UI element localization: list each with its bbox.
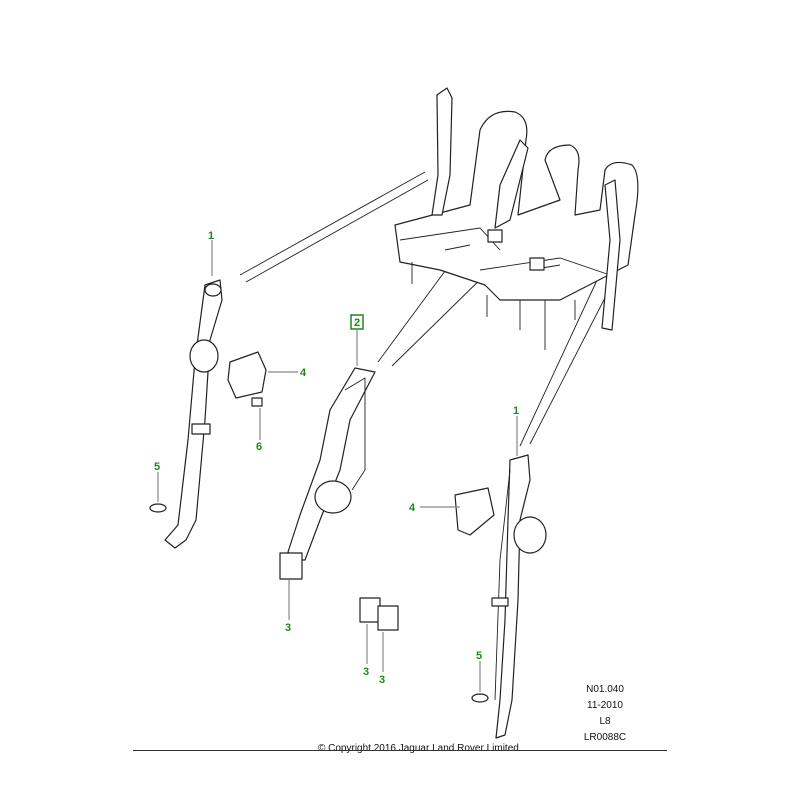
callout-4[interactable]: 4 [300,367,307,379]
reference-lines [239,171,611,447]
callout-5[interactable]: 5 [154,461,160,473]
seat-belt-centre [279,367,399,631]
footer-rule [133,750,667,751]
reference-code: N01.040 [586,684,624,695]
callout-5[interactable]: 5 [476,650,482,662]
reference-block: N01.040 11-2010 L8 LR0088C [560,682,650,746]
callout-4[interactable]: 4 [409,502,416,514]
reference-drawing: LR0088C [583,732,627,743]
seat-belt-left [149,279,267,549]
callout-3[interactable]: 3 [379,674,385,686]
callout-1[interactable]: 1 [513,405,519,417]
callout-3[interactable]: 3 [285,622,291,634]
seat-belt-right [454,454,547,739]
reference-level: L8 [599,716,611,727]
reference-date: 11-2010 [587,700,623,711]
callout-2[interactable]: 2 [354,317,360,329]
callouts: 1 4 6 5 2 3 3 3 4 1 5 [154,230,519,686]
copyright-notice: © Copyright 2016 Jaguar Land Rover Limit… [318,743,519,754]
callout-highlight-box [350,314,364,330]
callout-6[interactable]: 6 [256,441,262,453]
callout-1[interactable]: 1 [208,230,214,242]
callout-leaders [157,240,518,692]
callout-3[interactable]: 3 [363,666,369,678]
rear-seat-assembly [394,87,639,350]
